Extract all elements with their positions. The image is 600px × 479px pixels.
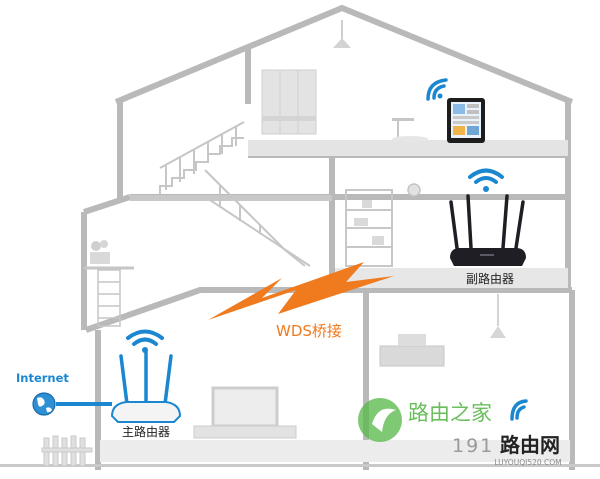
wds-bridge-label: WDS桥接: [276, 322, 342, 340]
watermark-brand-cn: 路由之家: [408, 401, 492, 425]
house-walls: [81, 4, 575, 470]
plant-shelf: [90, 240, 110, 264]
bookshelf: [345, 189, 393, 267]
left-ladder-stair: [84, 266, 134, 327]
main-router-label: 主路由器: [122, 424, 170, 439]
globe-icon: [32, 392, 56, 416]
upper-staircase: [159, 121, 245, 194]
ground-lamp: [490, 294, 506, 338]
wall-clock-icon: [407, 183, 421, 197]
wds-lightning-bolt: [208, 262, 394, 320]
sub-router: [449, 194, 526, 266]
wardrobe: [261, 69, 317, 135]
watermark-site-cn: 路由网: [500, 433, 560, 457]
internet-label: Internet: [16, 371, 69, 385]
wifi-icon-tablet: [426, 78, 448, 101]
main-router: [110, 350, 182, 423]
garden-fence: [41, 435, 93, 467]
tv-set: [193, 386, 297, 439]
sub-router-label: 副路由器: [466, 271, 514, 286]
watermark-logo: [358, 398, 402, 442]
floor-slabs: [0, 140, 600, 467]
attic-lamp: [333, 20, 351, 48]
wifi-icon-sub-router: [468, 168, 504, 192]
wifi-icon-ground-right: [510, 399, 528, 421]
watermark-site-url: LUYOUQI520.COM: [494, 458, 561, 467]
tablet-device: [447, 98, 485, 143]
watermark-site-number: 191: [452, 435, 494, 457]
wifi-icon-main-router: [126, 329, 164, 353]
lower-staircase: [204, 169, 311, 267]
kitchen-hood: [379, 334, 445, 367]
side-table: [392, 118, 428, 142]
